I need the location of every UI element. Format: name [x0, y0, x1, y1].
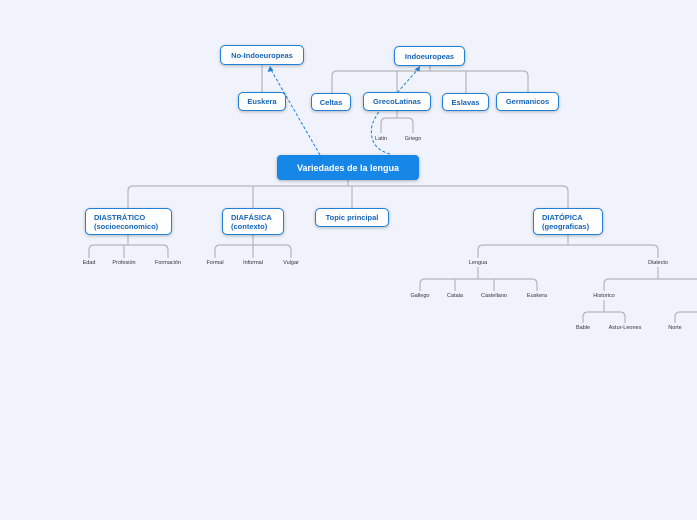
connector-diastratico	[88, 235, 169, 258]
node-diafasica-title: DIAFÁSICA	[231, 212, 272, 222]
node-celtas[interactable]: Celtas	[311, 93, 351, 111]
arrow-head-icon	[414, 66, 420, 72]
node-indoeuropeas[interactable]: Indoeuropeas	[394, 46, 465, 66]
leaf-griego[interactable]: Griego	[404, 136, 422, 142]
connector-grecolatinas	[380, 111, 414, 133]
leaf-norte[interactable]: Norte	[668, 325, 682, 331]
leaf-bable[interactable]: Bable	[575, 325, 591, 331]
node-diatopica-title: DIATÓPICA	[542, 212, 583, 222]
connector-norte	[674, 311, 697, 323]
connector-dialecto	[603, 267, 697, 291]
leaf-profesion[interactable]: Profesión	[112, 260, 136, 266]
leaf-catala[interactable]: Catala	[447, 293, 463, 299]
connector-root	[127, 180, 569, 208]
leaf-historico[interactable]: Historico	[593, 293, 615, 299]
node-eslavas[interactable]: Eslavas	[442, 93, 489, 111]
node-diafasica-subtitle: (contexto)	[231, 221, 268, 231]
leaf-formal[interactable]: Formal	[206, 260, 224, 266]
leaf-castellano[interactable]: Castellano	[481, 293, 507, 299]
node-topic-principal[interactable]: Topic principal	[315, 208, 389, 227]
node-diastratico-title: DIASTRÁTICO	[94, 212, 146, 222]
leaf-astur-leones[interactable]: Astur-Leones	[608, 325, 642, 331]
leaf-dialecto[interactable]: Dialecto	[648, 260, 668, 266]
node-diatopica-subtitle: (geograficas)	[542, 221, 590, 231]
leaf-latin[interactable]: Latin	[375, 136, 387, 142]
node-diatopica[interactable]: DIATÓPICA (geograficas)	[533, 208, 603, 235]
node-euskera[interactable]: Euskera	[238, 92, 286, 111]
leaf-vulgar[interactable]: Vulgar	[283, 260, 299, 266]
connector-historico	[582, 300, 626, 323]
node-germanicos[interactable]: Germanicos	[496, 92, 559, 111]
connector-indoeuropeas	[331, 66, 529, 93]
node-diastratico[interactable]: DIASTRÁTICO (socioeconomico)	[85, 208, 172, 235]
leaf-gallego[interactable]: Gallego	[410, 293, 430, 299]
leaf-edad[interactable]: Edad	[82, 260, 96, 266]
connector-diafasica	[214, 235, 292, 258]
node-grecolatinas[interactable]: GrecoLatinas	[363, 92, 431, 111]
node-diafasica[interactable]: DIAFÁSICA (contexto)	[222, 208, 284, 235]
node-diastratico-subtitle: (socioeconomico)	[94, 221, 159, 231]
leaf-informal[interactable]: Informal	[243, 260, 263, 266]
connector-lengua	[419, 267, 538, 291]
leaf-formacion[interactable]: Formación	[155, 260, 181, 266]
arrow-head-icon	[267, 66, 274, 72]
relation-line-no-indoeuropeas	[269, 67, 321, 156]
leaf-lengua[interactable]: Lengua	[468, 260, 488, 266]
leaf-euskera-lengua[interactable]: Euskera	[526, 293, 548, 299]
connector-diatopica	[477, 235, 659, 258]
node-no-indoeuropeas[interactable]: No-Indoeuropeas	[220, 45, 304, 65]
root-node[interactable]: Variedades de la lengua	[277, 155, 419, 180]
